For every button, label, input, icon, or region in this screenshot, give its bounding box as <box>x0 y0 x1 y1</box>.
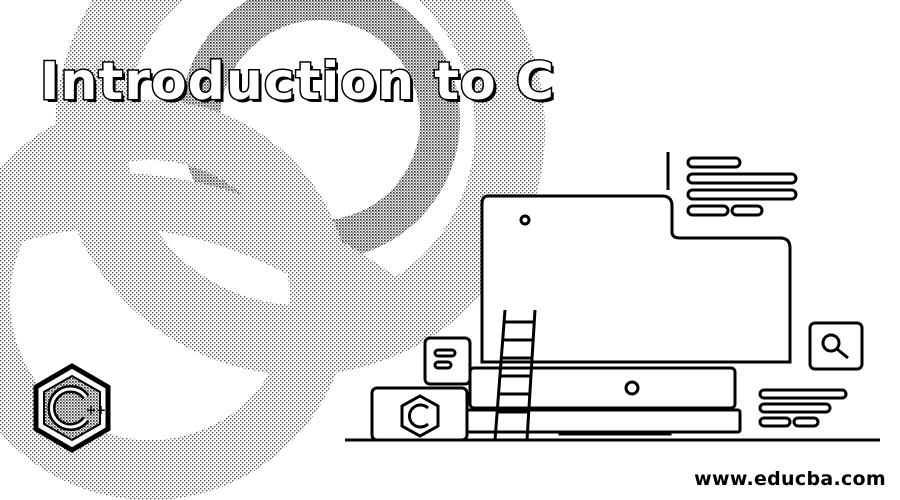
ladder-icon <box>493 309 537 441</box>
cpp-card-icon <box>370 386 469 442</box>
page-title: Introduction to C <box>38 51 556 114</box>
text-lines-icon <box>758 388 848 428</box>
monitor-icon <box>418 194 792 436</box>
c-logo-icon: ++ <box>33 363 111 453</box>
search-icon <box>808 321 864 371</box>
side-panel-icon <box>423 336 472 386</box>
svg-text:++: ++ <box>86 403 106 417</box>
swirl-decoration <box>0 0 545 500</box>
document-lines-icon <box>666 152 798 217</box>
website-url: www.educba.com <box>694 468 886 490</box>
